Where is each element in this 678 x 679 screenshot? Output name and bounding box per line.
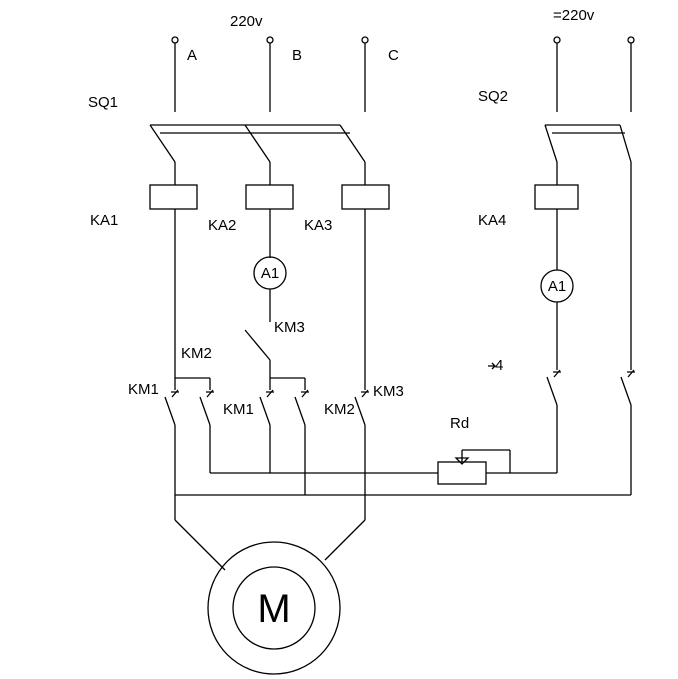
ka4-label: KA4 [478,212,506,229]
km3-top-switch [244,329,271,378]
km2-top-label: KM2 [181,345,212,362]
dc-terminals [553,36,635,112]
km1-left-label: KM1 [128,381,159,398]
km2-bottom-label: KM2 [324,401,355,418]
km1-mid-label: KM1 [223,401,254,418]
lower-wiring [174,405,632,520]
ka3-coil [341,184,390,210]
ka2-coil [245,184,294,210]
phase-c-label: C [388,47,399,64]
ka1-label: KA1 [90,212,118,229]
rd-resistor [437,449,511,485]
contact-4-label: 4 [495,357,503,374]
km3-right-label: KM3 [373,383,404,400]
ka2-label: KA2 [208,217,236,234]
phase-a-label: A [187,47,197,64]
ka3-label: KA3 [304,217,332,234]
ammeter-right-label: A1 [548,278,566,295]
sq1-switch [149,124,366,163]
dc-supply-label: =220v [553,7,595,24]
ac-supply-label: 220v [230,13,263,30]
arrow-4-icon [488,362,496,370]
ac-terminals [171,36,369,112]
phase-b-label: B [292,47,302,64]
sq2-label: SQ2 [478,88,508,105]
motor-label: M [257,587,290,631]
km-contacts [164,369,635,426]
sq2-switch [544,124,632,163]
km3-top-label: KM3 [274,319,305,336]
ka4-coil [534,184,579,210]
ka1-coil [149,184,198,210]
ammeter-left-label: A1 [261,265,279,282]
sq1-label: SQ1 [88,94,118,111]
rd-label: Rd [450,415,469,432]
motor [174,519,366,675]
